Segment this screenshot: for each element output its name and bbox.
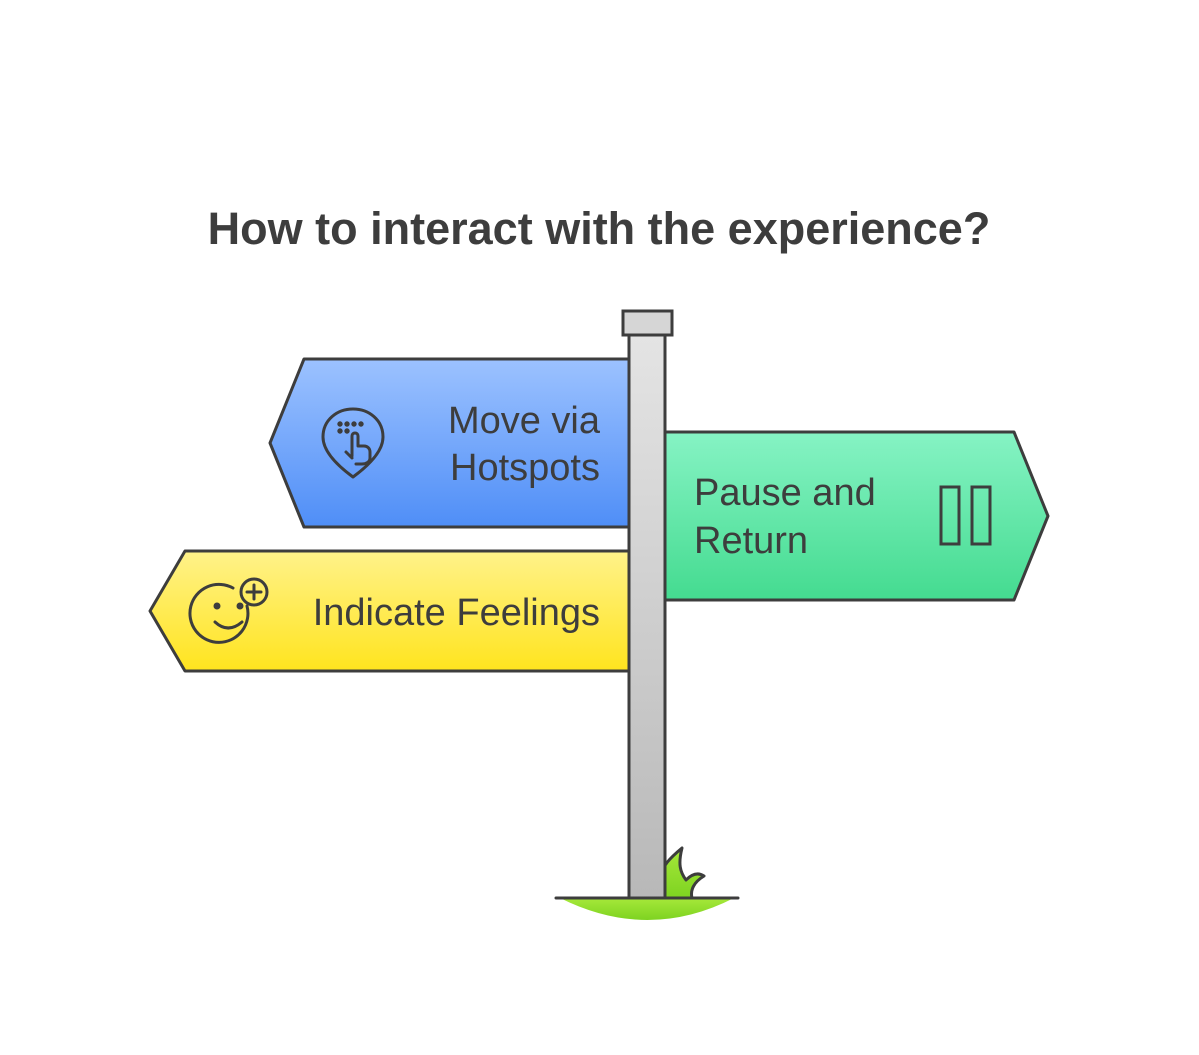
touch-hotspot-icon (321, 407, 385, 479)
pause-icon (939, 485, 992, 546)
page-title: How to interact with the experience? (208, 203, 991, 254)
sign-label-line-2: Hotspots (450, 447, 600, 489)
sign-label-line-1: Pause and (694, 472, 876, 514)
sign-move-via-hotspots: Move via Hotspots (268, 357, 631, 529)
signpost-pole (621, 309, 674, 900)
sign-label-line-1: Move via (448, 400, 601, 442)
smiley-plus-icon (188, 577, 269, 644)
sign-label-line-2: Return (694, 520, 808, 562)
sign-label: Indicate Feelings (313, 592, 600, 634)
sign-indicate-feelings: Indicate Feelings (148, 549, 631, 673)
sign-pause-and-return: Pause and Return (663, 430, 1050, 602)
